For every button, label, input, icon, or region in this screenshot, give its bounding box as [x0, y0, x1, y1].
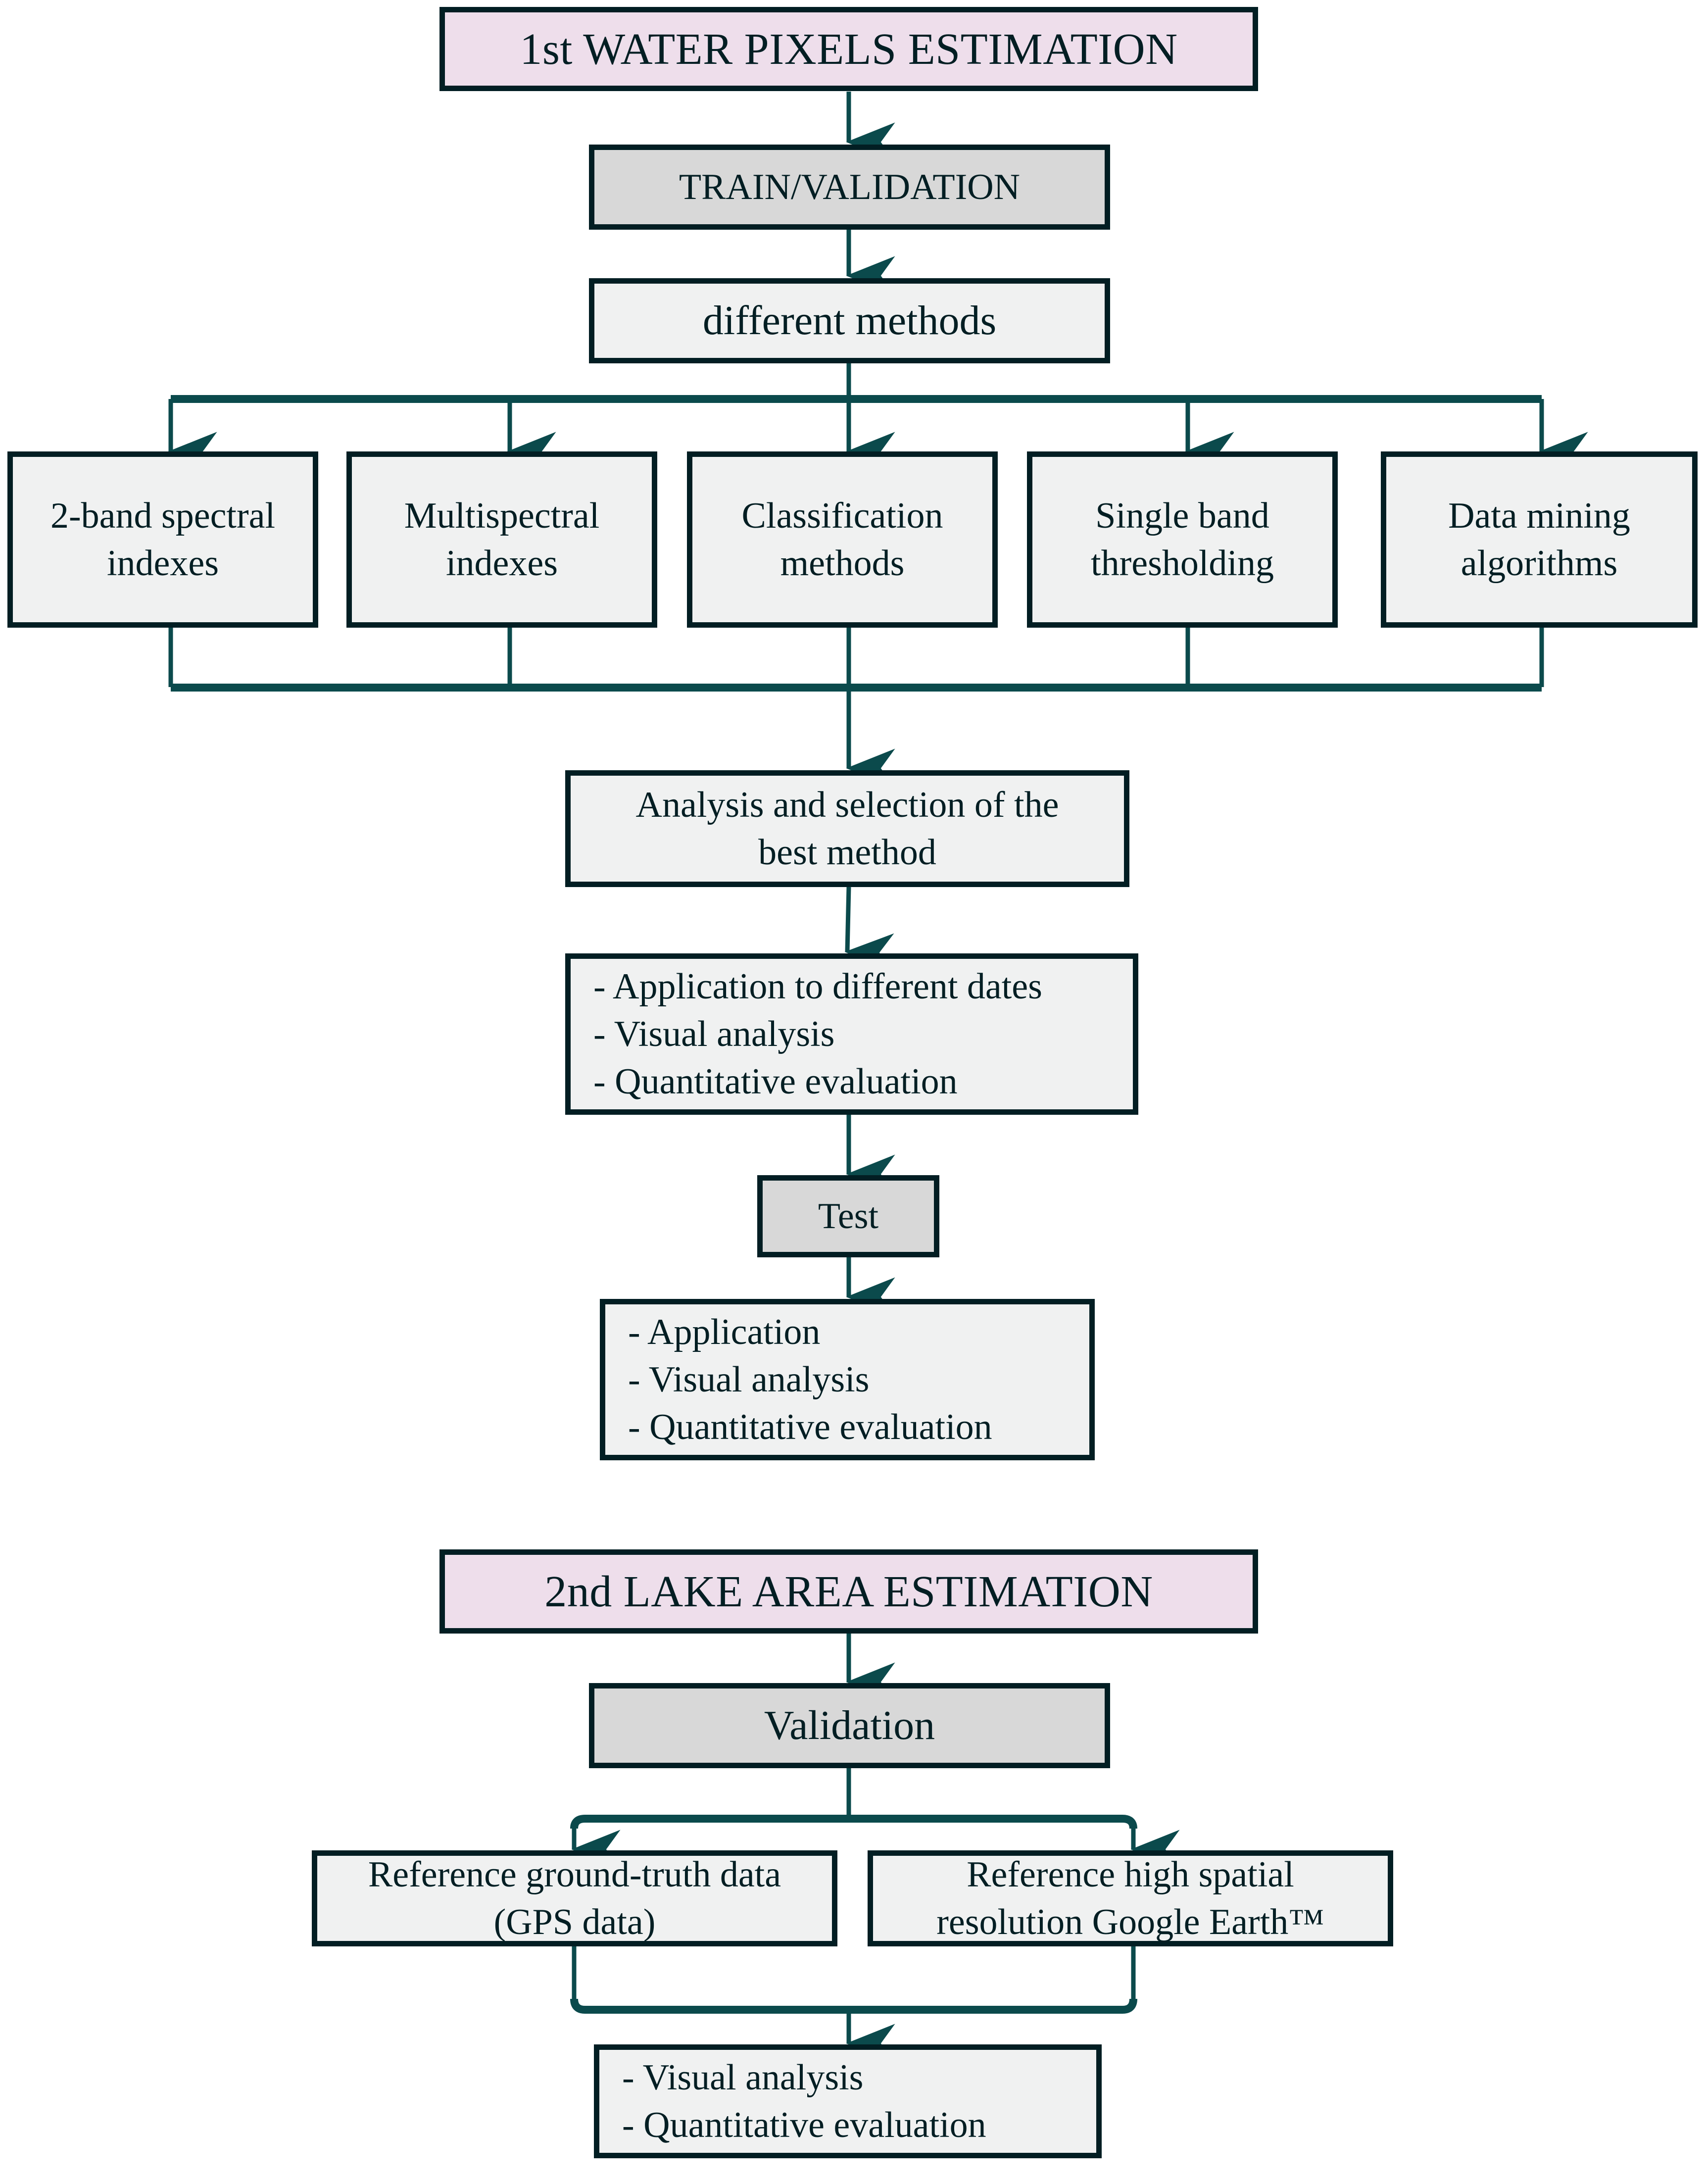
- final-tasks-node: - Visual analysis - Quantitative evaluat…: [594, 2044, 1102, 2158]
- final-tasks-label: - Visual analysis - Quantitative evaluat…: [622, 2057, 986, 2145]
- method-label: Classification methods: [741, 495, 943, 584]
- phase1-stage-train-validation: TRAIN/VALIDATION: [589, 145, 1110, 230]
- reference-label: Reference ground-truth data (GPS data): [368, 1854, 781, 1942]
- phase2-stage-validation: Validation: [589, 1683, 1110, 1768]
- phase2-header: 2nd LAKE AREA ESTIMATION: [439, 1549, 1258, 1634]
- phase1-stage-test: Test: [757, 1175, 939, 1257]
- phase1-stage-label: TRAIN/VALIDATION: [679, 166, 1021, 207]
- different-methods-node: different methods: [589, 278, 1110, 363]
- reference-box-google-earth: Reference high spatial resolution Google…: [868, 1850, 1393, 1946]
- method-box-data-mining-algorithms: Data mining algorithms: [1381, 451, 1698, 628]
- method-box-2-band-spectral-indexes: 2-band spectral indexes: [7, 451, 318, 628]
- different-methods-label: different methods: [702, 298, 997, 344]
- analysis-selection-node: Analysis and selection of the best metho…: [565, 770, 1129, 887]
- test-tasks-node: - Application - Visual analysis - Quanti…: [600, 1299, 1095, 1460]
- phase1-header-label: 1st WATER PIXELS ESTIMATION: [520, 24, 1178, 74]
- train-tasks-node: - Application to different dates - Visua…: [565, 953, 1138, 1115]
- analysis-selection-label: Analysis and selection of the best metho…: [635, 784, 1059, 873]
- reference-label: Reference high spatial resolution Google…: [936, 1854, 1324, 1942]
- method-box-multispectral-indexes: Multispectral indexes: [346, 451, 657, 628]
- reference-box-ground-truth: Reference ground-truth data (GPS data): [312, 1850, 837, 1946]
- method-box-single-band-thresholding: Single band thresholding: [1027, 451, 1338, 628]
- phase2-header-label: 2nd LAKE AREA ESTIMATION: [544, 1567, 1153, 1616]
- phase2-stage-label: Validation: [764, 1702, 935, 1749]
- method-label: Multispectral indexes: [404, 495, 600, 584]
- method-box-classification-methods: Classification methods: [687, 451, 998, 628]
- method-label: Single band thresholding: [1091, 495, 1274, 584]
- method-label: 2-band spectral indexes: [50, 495, 276, 584]
- method-label: Data mining algorithms: [1448, 495, 1630, 584]
- train-tasks-label: - Application to different dates - Visua…: [593, 966, 1042, 1102]
- test-tasks-label: - Application - Visual analysis - Quanti…: [628, 1311, 992, 1448]
- test-stage-label: Test: [818, 1195, 879, 1237]
- phase1-header: 1st WATER PIXELS ESTIMATION: [439, 7, 1258, 91]
